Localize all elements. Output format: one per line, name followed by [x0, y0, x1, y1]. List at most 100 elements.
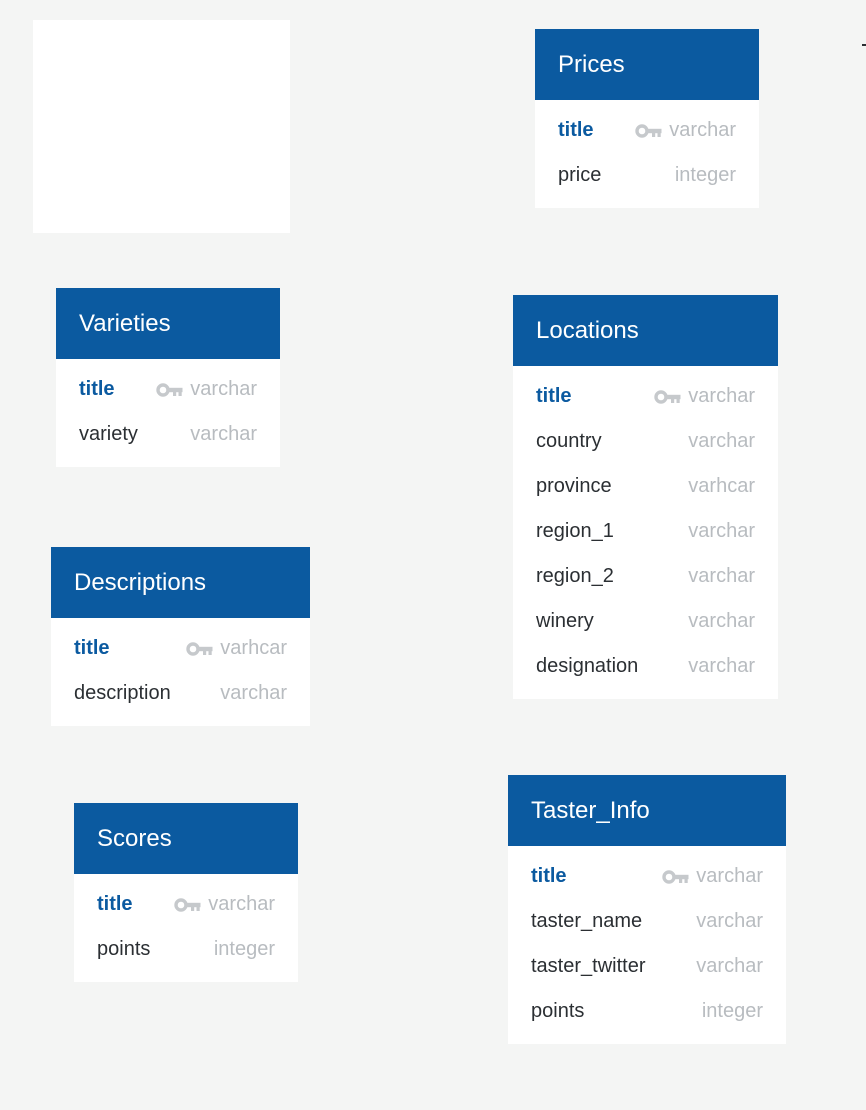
field-row[interactable]: points integer [97, 927, 275, 972]
field-type: varchar [688, 520, 755, 542]
field-name: country [536, 430, 602, 452]
field-row[interactable]: points integer [531, 989, 763, 1034]
field-row[interactable]: title varhcar [74, 626, 287, 671]
field-row[interactable]: title varchar [536, 374, 755, 419]
table-header[interactable]: Scores [74, 803, 298, 874]
field-type: integer [213, 938, 275, 960]
field-name: title [97, 893, 133, 915]
edge-mark [862, 44, 866, 46]
field-row[interactable]: title varchar [558, 108, 736, 153]
field-row[interactable]: title varchar [79, 367, 257, 412]
table-header[interactable]: Taster_Info [508, 775, 786, 846]
table-varieties[interactable]: Varieties title varchar variety varchar [56, 288, 280, 467]
key-icon [174, 897, 202, 912]
field-type: varchar [688, 655, 755, 677]
table-scores[interactable]: Scores title varchar points integer [74, 803, 298, 982]
field-name: region_1 [536, 520, 614, 542]
field-list: title varchar country varchar province v… [513, 366, 778, 689]
field-row[interactable]: taster_twitter varchar [531, 944, 763, 989]
field-type-group: varchar [696, 910, 763, 933]
field-type-group: varchar [688, 520, 755, 543]
field-type: varchar [696, 955, 763, 977]
key-icon [654, 389, 682, 404]
field-type-group: varchar [220, 682, 287, 705]
field-list: title varchar points integer [74, 874, 298, 972]
field-type: varchar [220, 682, 287, 704]
field-type-group: varchar [688, 430, 755, 453]
field-type-group: integer [702, 1000, 763, 1023]
table-header[interactable]: Locations [513, 295, 778, 366]
field-type: varhcar [688, 475, 755, 497]
field-row[interactable]: province varhcar [536, 464, 755, 509]
field-type-group: integer [214, 938, 275, 961]
field-row[interactable]: region_1 varchar [536, 509, 755, 554]
field-type: varchar [688, 565, 755, 587]
field-type: varhcar [220, 637, 287, 659]
field-list: title varchar taster_name varchar taster… [508, 846, 786, 1034]
field-row[interactable]: taster_name varchar [531, 899, 763, 944]
field-name: points [531, 1000, 585, 1022]
field-list: title varchar variety varchar [56, 359, 280, 457]
key-icon [186, 641, 214, 656]
key-icon [662, 869, 690, 884]
field-type: varchar [696, 865, 763, 887]
field-type: varchar [688, 610, 755, 632]
field-name: title [74, 637, 110, 659]
field-type-group: varchar [688, 565, 755, 588]
field-row[interactable]: title varchar [531, 854, 763, 899]
field-row[interactable]: price integer [558, 153, 736, 198]
key-icon [156, 382, 184, 397]
field-type: varchar [688, 430, 755, 452]
table-header[interactable]: Descriptions [51, 547, 310, 618]
field-name: taster_name [531, 910, 643, 932]
field-name: title [531, 865, 567, 887]
table-descriptions[interactable]: Descriptions title varhcar description v… [51, 547, 310, 726]
field-type: varchar [688, 385, 755, 407]
field-name: taster_twitter [531, 955, 646, 977]
field-name: region_2 [536, 565, 614, 587]
field-type: varchar [208, 893, 275, 915]
field-type: integer [674, 164, 736, 186]
field-type: varchar [669, 119, 736, 141]
field-type-group: varhcar [186, 637, 287, 660]
field-row[interactable]: description varchar [74, 671, 287, 716]
field-name: price [558, 164, 602, 186]
field-list: title varchar price integer [535, 100, 759, 198]
field-name: title [558, 119, 594, 141]
field-row[interactable]: winery varchar [536, 599, 755, 644]
field-name: province [536, 475, 612, 497]
field-type-group: varchar [635, 119, 736, 142]
field-type-group: integer [675, 164, 736, 187]
table-prices[interactable]: Prices title varchar price integer [535, 29, 759, 208]
field-name: description [74, 682, 171, 704]
field-name: points [97, 938, 151, 960]
field-type-group: varchar [156, 378, 257, 401]
field-type: integer [701, 1000, 763, 1022]
key-icon [635, 123, 663, 138]
table-header[interactable]: Varieties [56, 288, 280, 359]
table-locations[interactable]: Locations title varchar country varchar … [513, 295, 778, 699]
field-row[interactable]: variety varchar [79, 412, 257, 457]
field-row[interactable]: country varchar [536, 419, 755, 464]
table-header[interactable]: Prices [535, 29, 759, 100]
field-type-group: varchar [190, 423, 257, 446]
field-type-group: varchar [654, 385, 755, 408]
field-name: title [536, 385, 572, 407]
field-type-group: varchar [696, 955, 763, 978]
field-name: variety [79, 423, 138, 445]
field-row[interactable]: region_2 varchar [536, 554, 755, 599]
field-row[interactable]: designation varchar [536, 644, 755, 689]
field-type: varchar [190, 423, 257, 445]
field-list: title varhcar description varchar [51, 618, 310, 716]
field-name: designation [536, 655, 639, 677]
field-type-group: varchar [174, 893, 275, 916]
field-name: winery [536, 610, 594, 632]
field-type: varchar [696, 910, 763, 932]
field-type-group: varchar [662, 865, 763, 888]
field-row[interactable]: title varchar [97, 882, 275, 927]
field-type-group: varchar [688, 610, 755, 633]
field-type-group: varchar [688, 655, 755, 678]
field-type-group: varhcar [688, 475, 755, 498]
table-taster-info[interactable]: Taster_Info title varchar taster_name va… [508, 775, 786, 1044]
field-type: varchar [190, 378, 257, 400]
